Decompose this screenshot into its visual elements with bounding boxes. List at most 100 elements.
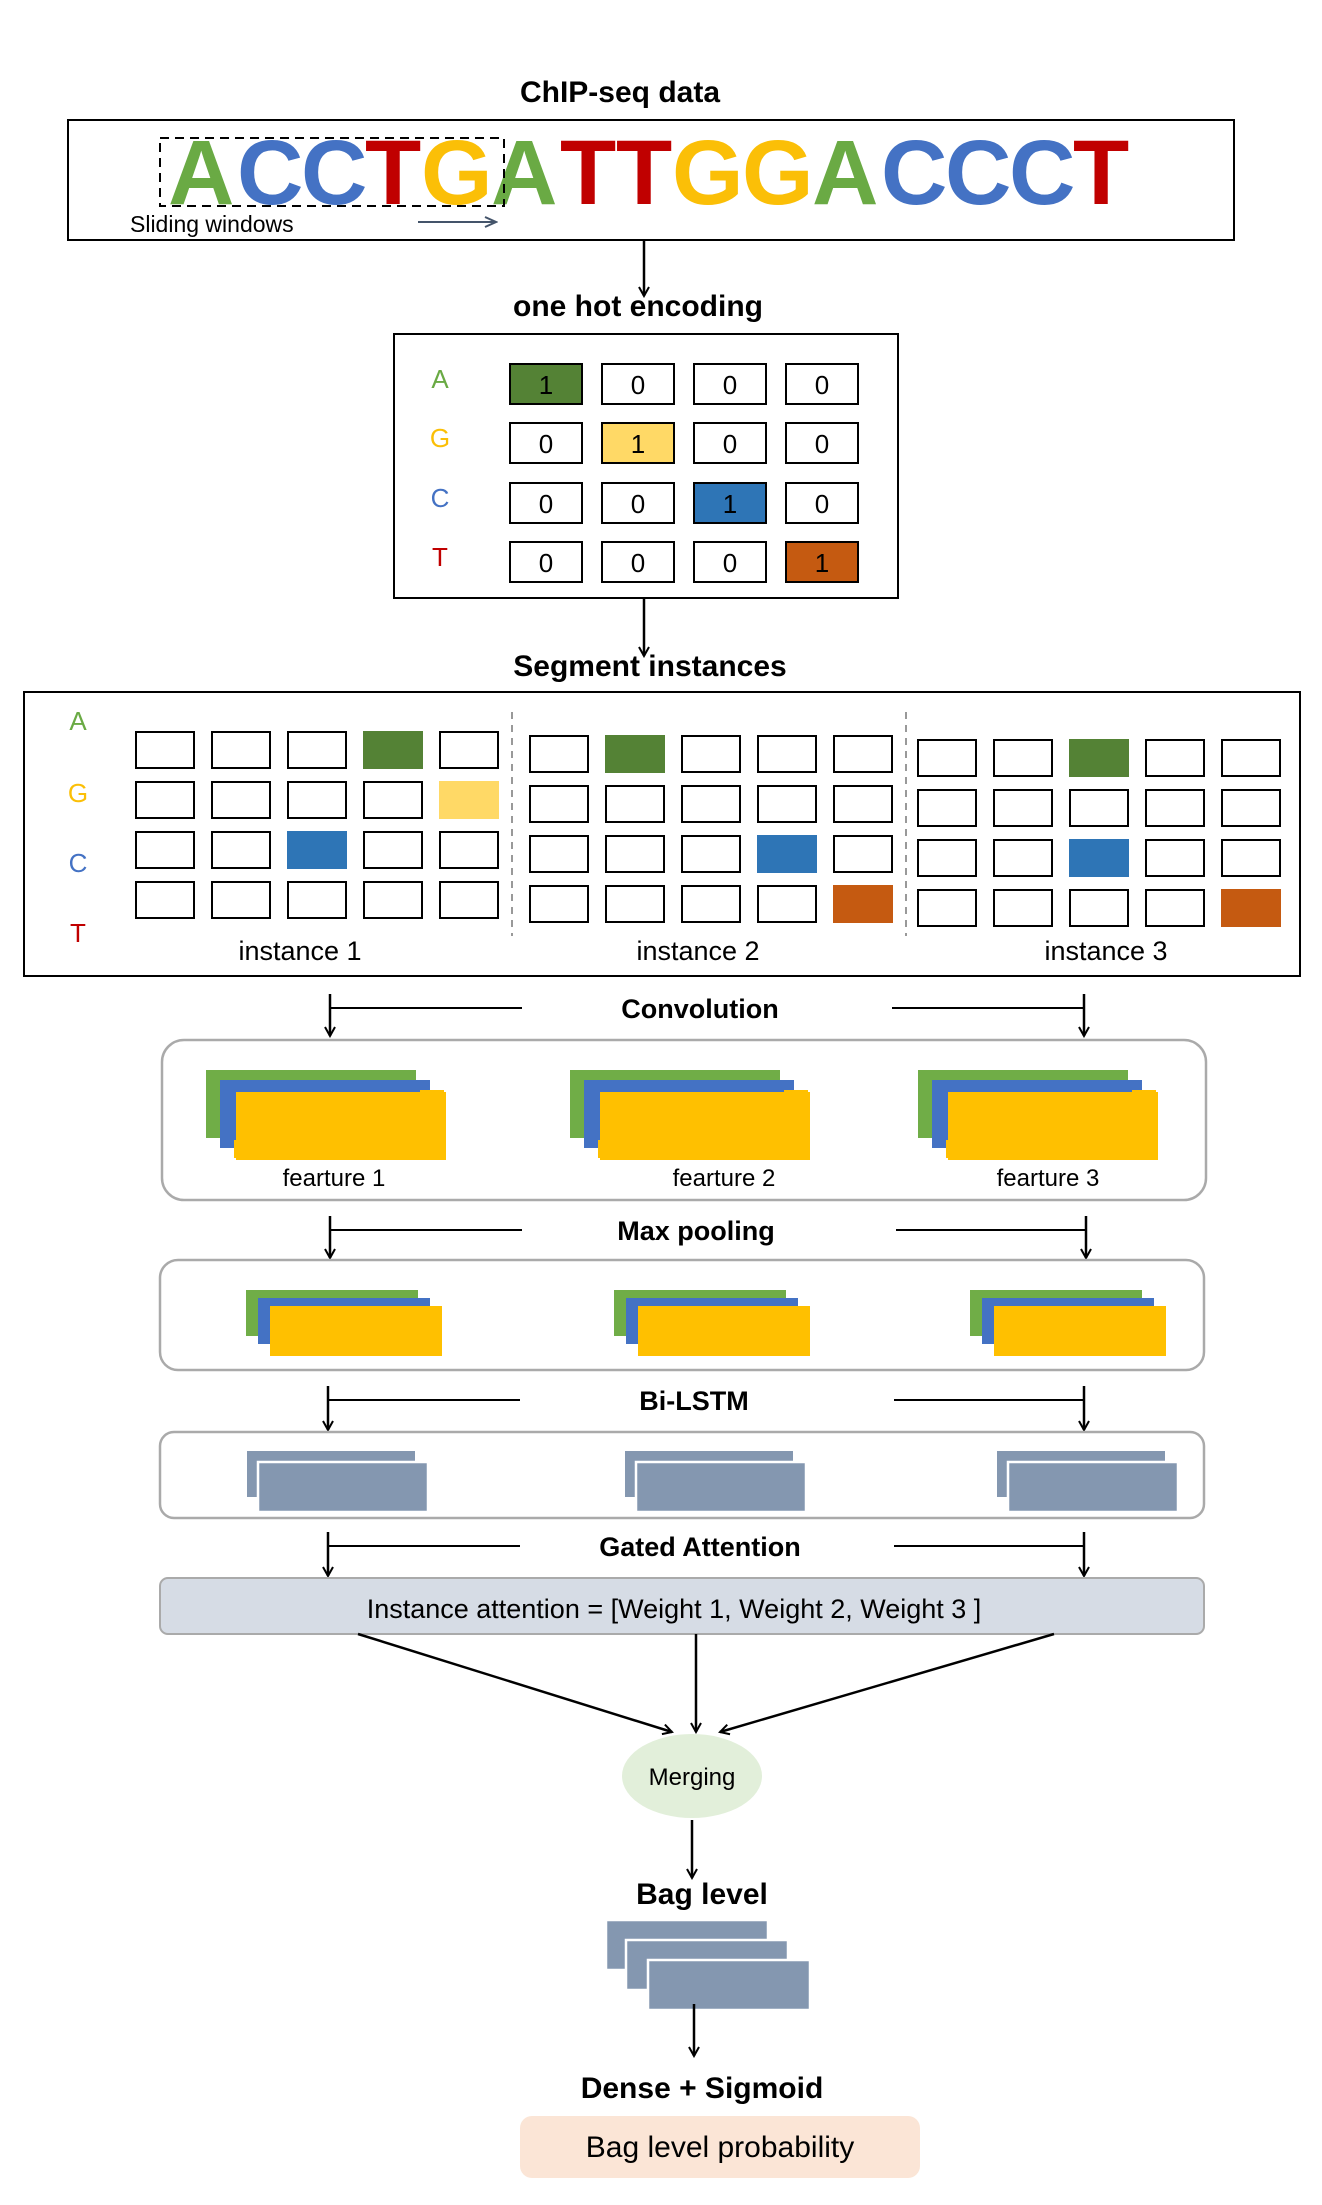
instance-label: instance 3: [1044, 936, 1167, 966]
onehot-cell: [601, 363, 675, 405]
arrow-attn-right-to-merge: [720, 1632, 1055, 1732]
onehot-cell: [601, 422, 675, 464]
segment-cell: [287, 831, 347, 869]
onehot-row-label: T: [432, 542, 448, 572]
sequence-letter: T: [560, 122, 616, 224]
output-box: [520, 2116, 920, 2178]
convolution-stage: Convolution: [330, 994, 1084, 1036]
segment-cell: [1069, 839, 1129, 877]
onehot-cell: [785, 363, 859, 405]
segment-cell: [529, 885, 589, 923]
onehot-cell-value: 1: [631, 429, 645, 459]
bilstm-box: [158, 1430, 1206, 1520]
segment-cell: [681, 835, 741, 873]
segment-cell: [917, 839, 977, 877]
segment-cell: [287, 781, 347, 819]
gated-attention-stage: Gated Attention: [328, 1532, 1084, 1576]
stage-title: Max pooling: [617, 1216, 775, 1246]
onehot-cell: [785, 482, 859, 524]
segment-cell: [681, 735, 741, 773]
pooled-maps: [246, 1290, 1166, 1356]
segment-cell: [917, 789, 977, 827]
onehot-cell-value: 0: [539, 548, 553, 578]
segment-cell: [135, 831, 195, 869]
chip-title: ChIP-seq data: [520, 76, 720, 109]
pooling-box: [158, 1258, 1206, 1372]
attention-text: Instance attention = [Weight 1, Weight 2…: [367, 1594, 982, 1624]
segment-cell: [211, 731, 271, 769]
onehot-cell-value: 0: [815, 429, 829, 459]
convolution-box: [160, 1038, 1208, 1202]
onehot-row-label: G: [430, 423, 450, 453]
onehot-cell-value: 1: [539, 370, 553, 400]
stage-title: Convolution: [621, 994, 778, 1024]
sequence-letter: T: [616, 122, 672, 224]
pooled-map-front: [638, 1306, 810, 1356]
segment-cell: [993, 889, 1053, 927]
merging-node: [622, 1734, 762, 1818]
segment-cell: [681, 785, 741, 823]
segment-cell: [757, 835, 817, 873]
segment-cell: [1069, 739, 1129, 777]
sequence-letter: C: [881, 122, 947, 224]
feature-map-front: [236, 1092, 446, 1160]
chip-box: [67, 119, 1235, 241]
segment-cell: [833, 785, 893, 823]
onehot-cell-value: 0: [631, 548, 645, 578]
segment-cell: [605, 885, 665, 923]
onehot-cell: [785, 422, 859, 464]
segments-box: [23, 691, 1301, 977]
sequence-letter: A: [491, 122, 557, 224]
segment-cell: [917, 889, 977, 927]
dense-title: Dense + Sigmoid: [581, 2072, 824, 2105]
segment-cell: [993, 839, 1053, 877]
attention-box: [159, 1577, 1205, 1635]
onehot-cell-value: 0: [539, 489, 553, 519]
segment-cell: [287, 731, 347, 769]
bag-title: Bag level: [636, 1878, 768, 1911]
segment-cell: [681, 885, 741, 923]
max-pooling-stage: Max pooling: [330, 1216, 1086, 1258]
segment-cell: [757, 735, 817, 773]
instance-label: instance 2: [636, 936, 759, 966]
segment-row-label: G: [68, 778, 88, 808]
onehot-cell: [509, 541, 583, 583]
segment-cell: [833, 885, 893, 923]
onehot-cell: [693, 422, 767, 464]
sliding-windows-label: Sliding windows: [130, 211, 294, 237]
onehot-title: one hot encoding: [513, 290, 763, 323]
sequence-letter: G: [742, 122, 814, 224]
segment-cell: [1145, 839, 1205, 877]
onehot-row-label: A: [431, 364, 449, 394]
onehot-cell-value: 0: [723, 548, 737, 578]
segment-cell: [211, 831, 271, 869]
segment-cell: [1145, 789, 1205, 827]
segment-cell: [135, 881, 195, 919]
onehot-cell-value: 0: [631, 370, 645, 400]
segment-cell: [833, 735, 893, 773]
segment-cell: [135, 731, 195, 769]
onehot-cell-value: 0: [815, 489, 829, 519]
onehot-cell: [601, 541, 675, 583]
segment-cell: [529, 785, 589, 823]
pooled-map-front: [994, 1306, 1166, 1356]
onehot-row-label: C: [431, 483, 450, 513]
segment-cell: [917, 739, 977, 777]
lstm-output-front: [634, 1460, 808, 1514]
lstm-outputs: [245, 1449, 1180, 1514]
onehot-cell-value: 1: [723, 489, 737, 519]
segment-cell: [1221, 739, 1281, 777]
feature-label: fearture 3: [997, 1165, 1100, 1192]
onehot-cell-value: 0: [815, 370, 829, 400]
onehot-cell-value: 0: [723, 370, 737, 400]
bilstm-stage: Bi-LSTM: [328, 1386, 1084, 1430]
sequence-letter: T: [1073, 122, 1129, 224]
segment-cell: [439, 881, 499, 919]
feature-map-front: [600, 1092, 810, 1160]
onehot-cell-value: 0: [723, 429, 737, 459]
arrow-attn-left-to-merge: [357, 1632, 672, 1732]
stage-title: Gated Attention: [599, 1532, 801, 1562]
